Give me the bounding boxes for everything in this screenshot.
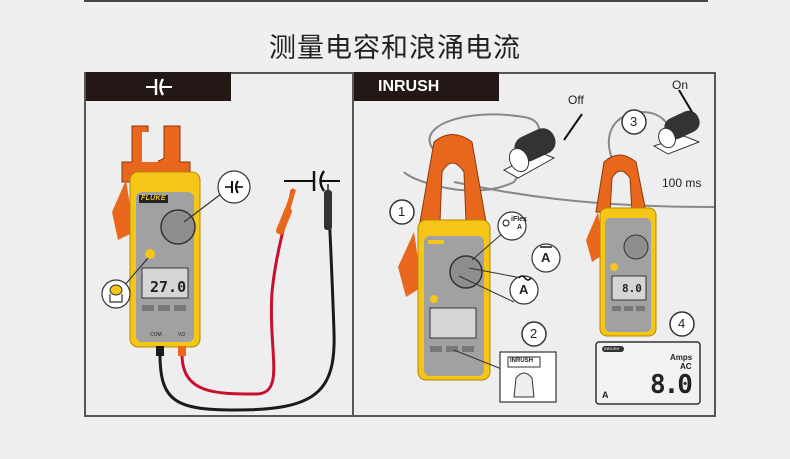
off-label: Off: [568, 93, 584, 107]
step-1-badge: [389, 199, 415, 225]
step4-value: 8.0: [650, 370, 693, 400]
port-v-ohm: VΩ: [178, 332, 186, 338]
step-2-badge: [521, 321, 547, 347]
step-3-label: 3: [630, 114, 638, 129]
rotary-dial: [160, 209, 196, 245]
top-rule: [84, 0, 708, 2]
step4-mode-tag: INRUSH: [604, 346, 620, 351]
capacitor-icon: [225, 180, 243, 194]
capacitance-callout: [217, 170, 251, 204]
inrush-header: INRUSH: [354, 72, 499, 101]
inrush-illustration: [389, 89, 714, 405]
motor-on: [652, 110, 701, 155]
dc-amps-callout: [531, 243, 561, 273]
clamp-meter: [112, 125, 201, 356]
step-1-label: 1: [398, 204, 406, 219]
ac-amps-label: A: [519, 282, 529, 297]
capacitance-panel: FLUKE 27.0 COM VΩ: [84, 72, 354, 417]
black-test-lead: [158, 189, 336, 412]
black-probe-handle: [324, 190, 332, 230]
red-test-lead: [180, 189, 294, 396]
clamp-meter-step3: [586, 154, 657, 337]
capacitance-header: [86, 72, 231, 101]
page-title: 测量电容和浪涌电流: [269, 33, 521, 64]
off-arrow: [563, 113, 583, 141]
step4-indicator: A: [602, 390, 609, 400]
meter-reading: 27.0: [150, 278, 187, 296]
on-arrow: [678, 89, 693, 113]
step-4-label: 4: [678, 316, 686, 331]
fluke-logo: FLUKE: [139, 195, 168, 203]
panel-top-border: [354, 72, 714, 74]
ac-symbol-icon: [518, 275, 532, 281]
inrush-mode-tag: [602, 346, 624, 352]
capacitance-illustration: [101, 125, 340, 412]
timing-label: 100 ms: [662, 176, 702, 190]
meter-display: [141, 267, 189, 299]
iflex-unit: A: [517, 224, 523, 231]
clamp-meter-step1: [398, 134, 491, 381]
motor-off: [502, 128, 556, 179]
iflex-callout: [497, 211, 527, 241]
step-3-badge: [621, 109, 647, 135]
step-2-label: 2: [530, 326, 538, 341]
function-button: [145, 249, 155, 259]
red-probe-handle: [275, 207, 293, 235]
dc-amps-label: A: [541, 250, 551, 265]
capacitor-symbol: [284, 170, 340, 192]
iflex-label: iFlex: [511, 216, 527, 223]
iflex-probe-icon: [502, 219, 510, 227]
meter3-reading: 8.0: [622, 282, 642, 295]
step4-unit-ac: AC: [680, 362, 692, 371]
step4-unit-amps: Amps: [670, 353, 693, 362]
port-com: COM: [150, 332, 162, 338]
capacitor-icon: [145, 77, 172, 96]
step4-display: [595, 341, 701, 405]
inrush-button-label: INRUSH: [510, 358, 534, 364]
step-4-badge: [669, 311, 695, 337]
inrush-panel: INRUSH: [352, 72, 716, 417]
on-label: On: [672, 78, 689, 92]
